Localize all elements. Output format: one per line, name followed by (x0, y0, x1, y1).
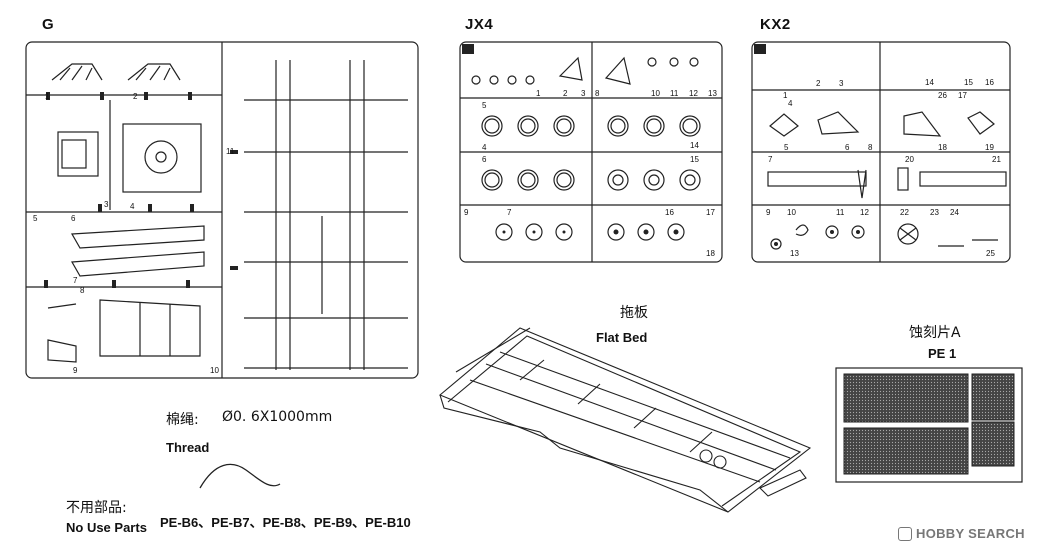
jx4-part-1: 1 (536, 89, 541, 98)
g-part-9: 9 (73, 366, 78, 375)
no-use-en-label: No Use Parts (66, 520, 147, 535)
watermark-text: HOBBY SEARCH (916, 526, 1025, 541)
jx4-part-9: 9 (464, 208, 469, 217)
kx2-part-23: 23 (930, 208, 939, 217)
g-part-1: 1 (45, 92, 50, 101)
hobby-search-logo-icon (898, 527, 912, 541)
jx4-part-11: 11 (670, 89, 679, 98)
kx2-part-13: 13 (790, 249, 799, 258)
jx4-part-8: 8 (595, 89, 600, 98)
no-use-cn-label: 不用部品: (66, 500, 127, 516)
kx2-part-3: 3 (839, 79, 844, 88)
kx2-part-9: 9 (766, 208, 771, 217)
kx2-part-17: 17 (958, 91, 967, 100)
jx4-part-7: 7 (507, 208, 512, 217)
jx4-part-15: 15 (690, 155, 699, 164)
kx2-part-5: 5 (784, 143, 789, 152)
kx2-part-14: 14 (925, 78, 934, 87)
flat-bed-cn-label: 拖板 (620, 305, 648, 321)
sprue-jx4-label: JX4 (465, 16, 494, 33)
kx2-part-22: 22 (900, 208, 909, 217)
jx4-part-5: 5 (482, 101, 487, 110)
kx2-part-16: 16 (985, 78, 994, 87)
jx4-part-12: 12 (689, 89, 698, 98)
flat-bed-en-label: Flat Bed (596, 330, 648, 345)
kx2-part-7: 7 (768, 155, 773, 164)
kx2-part-26: 26 (938, 91, 947, 100)
photo-etch-en-label: PE 1 (928, 346, 957, 361)
g-part-11: 11 (226, 147, 235, 156)
g-part-4: 4 (130, 202, 135, 211)
g-part-7: 7 (73, 276, 78, 285)
g-part-5: 5 (33, 214, 38, 223)
jx4-part-16: 16 (665, 208, 674, 217)
sprue-kx2-label: KX2 (760, 16, 791, 33)
jx4-part-10: 10 (651, 89, 660, 98)
jx4-part-17: 17 (706, 208, 715, 217)
kx2-part-6: 6 (845, 143, 850, 152)
kx2-part-4: 4 (788, 99, 793, 108)
thread-cn-label: 棉绳: (166, 412, 199, 428)
jx4-part-13: 13 (708, 89, 717, 98)
jx4-part-3: 3 (581, 89, 586, 98)
g-part-8: 8 (80, 286, 85, 295)
kx2-part-25: 25 (986, 249, 995, 258)
kx2-part-10: 10 (787, 208, 796, 217)
kx2-part-21: 21 (992, 155, 1001, 164)
no-use-parts-list: PE-B6、PE-B7、PE-B8、PE-B9、PE-B10 (160, 515, 411, 530)
kx2-part-1: 1 (783, 91, 788, 100)
thread-en-label: Thread (166, 440, 210, 455)
jx4-part-18: 18 (706, 249, 715, 258)
kx2-part-19: 19 (985, 143, 994, 152)
g-part-2: 2 (133, 92, 138, 101)
sprue-g-label: G (42, 16, 55, 33)
kx2-part-20: 20 (905, 155, 914, 164)
g-part-6: 6 (71, 214, 76, 223)
kx2-part-11: 11 (836, 208, 845, 217)
kx2-part-2: 2 (816, 79, 821, 88)
g-part-10: 10 (210, 366, 219, 375)
jx4-part-14: 14 (690, 141, 699, 150)
kx2-part-24: 24 (950, 208, 959, 217)
kx2-part-12: 12 (860, 208, 869, 217)
thread-spec: Ø0. 6X1000mm (222, 409, 333, 425)
photo-etch-cn-label: 蚀刻片A (909, 325, 961, 341)
jx4-part-6: 6 (482, 155, 487, 164)
jx4-part-4: 4 (482, 143, 487, 152)
g-part-3: 3 (104, 200, 109, 209)
kx2-part-18: 18 (938, 143, 947, 152)
jx4-part-2: 2 (563, 89, 568, 98)
kx2-part-15: 15 (964, 78, 973, 87)
kx2-part-8: 8 (868, 143, 873, 152)
